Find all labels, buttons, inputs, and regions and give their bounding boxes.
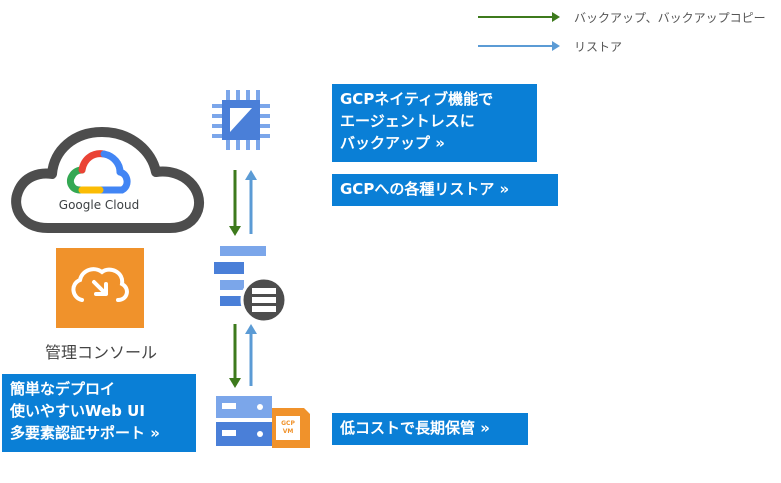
management-console-icon	[56, 248, 144, 328]
gcp-vm-badge-line2: VM	[282, 428, 294, 435]
gcp-vm-badge-line1: GCP	[281, 420, 295, 427]
callout-native-backup: GCPネイティブ機能で エージェントレスに バックアップ »	[332, 84, 537, 162]
compute-engine-icon	[212, 90, 270, 150]
management-console-label: 管理コンソール	[44, 343, 157, 362]
callout-features-line: 多要素認証サポート »	[10, 424, 160, 442]
gcp-vm-badge-text: GCP VM	[276, 420, 300, 436]
callout-features-line: 使いやすいWeb UI	[10, 402, 145, 420]
backup-appliance-icon	[214, 246, 288, 324]
callout-native-line: バックアップ »	[340, 134, 445, 152]
callout-restore-line: GCPへの各種リストア »	[340, 180, 510, 198]
callout-features-line: 簡単なデプロイ	[10, 380, 116, 398]
google-cloud-brand: Google Cloud	[58, 198, 140, 212]
google-cloud-icon	[11, 127, 205, 233]
backup-arrow-upper	[229, 170, 257, 236]
cloud-storage-icon	[216, 396, 310, 448]
callout-console-features: 簡単なデプロイ 使いやすいWeb UI 多要素認証サポート »	[2, 374, 196, 452]
callout-storage-line: 低コストで長期保管 »	[340, 419, 490, 437]
backup-arrow-lower	[229, 324, 257, 388]
legend-restore-label: リストア	[574, 39, 623, 54]
legend-backup: バックアップ、バックアップコピー	[478, 9, 766, 25]
legend-backup-label: バックアップ、バックアップコピー	[574, 10, 766, 25]
google-cloud-logo-icon	[66, 150, 131, 194]
callout-native-line: エージェントレスに	[340, 112, 475, 130]
callout-long-term-storage: 低コストで長期保管 »	[332, 413, 528, 445]
legend-backup-arrow	[478, 12, 560, 22]
callout-restore: GCPへの各種リストア »	[332, 174, 558, 206]
callout-native-line: GCPネイティブ機能で	[340, 90, 494, 108]
legend-restore: リストア	[478, 38, 622, 54]
legend-restore-arrow	[478, 41, 560, 51]
